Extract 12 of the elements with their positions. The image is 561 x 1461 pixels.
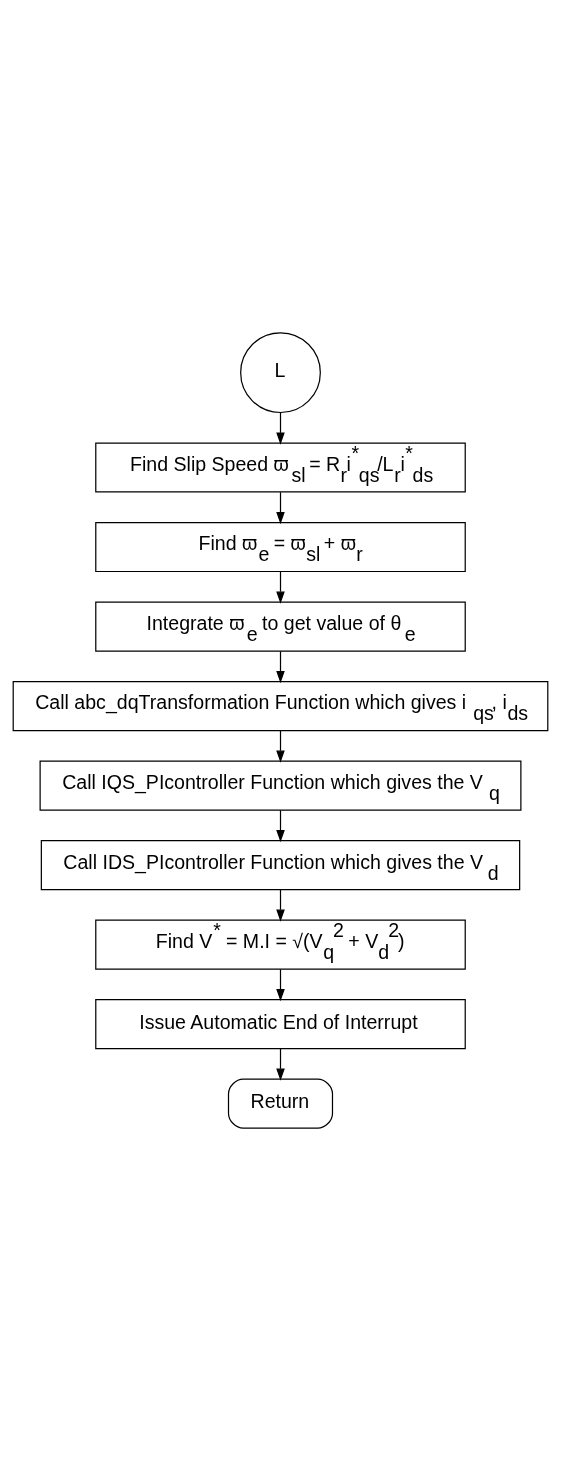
arrow: [276, 730, 285, 763]
arrow: [276, 968, 285, 1002]
arrow: [276, 411, 285, 445]
arrow: [276, 1048, 285, 1081]
arrow: [276, 889, 285, 922]
arrow: [276, 650, 285, 684]
node-box: Issue Automatic End of Interrupt: [95, 999, 466, 1050]
arrow: [276, 571, 285, 604]
node-circle: L: [240, 332, 321, 414]
arrow: [276, 809, 285, 843]
arrow: [276, 491, 285, 525]
node-box: Return: [227, 1078, 334, 1129]
